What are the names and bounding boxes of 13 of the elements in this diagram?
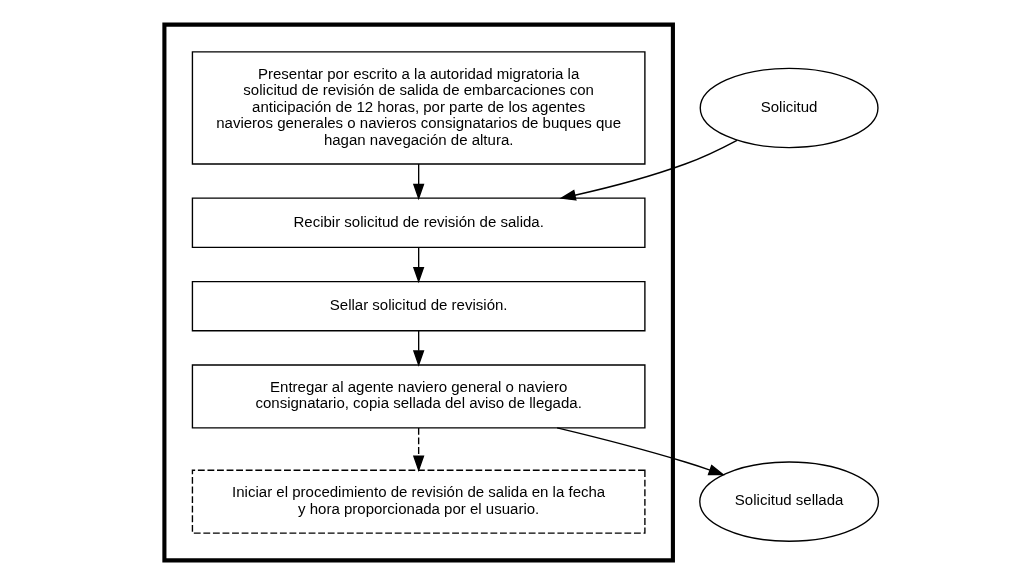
node-box: Presentar por escrito a la autoridad migratoria la solicitud de revisión de salida de embarcaciones con anticipación de 12 horas, por parte de los agentes navieros generales o navieros consignatarios de buques que hagan navegación de altura. bbox=[191, 51, 646, 165]
node-box: Iniciar el procedimiento de revisión de salida en la fecha y hora proporcionada por el usuario. bbox=[191, 469, 646, 534]
cluster bbox=[161, 22, 675, 563]
node-box: Recibir solicitud de revisión de salida. bbox=[191, 197, 646, 249]
arrow bbox=[412, 246, 424, 284]
arrow bbox=[412, 330, 424, 367]
arrow bbox=[412, 427, 424, 472]
arrow bbox=[558, 139, 738, 201]
arrow bbox=[412, 163, 424, 201]
node-box: Entregar al agente naviero general o naviero consignatario, copia sellada del aviso de llegada. bbox=[191, 364, 646, 429]
node-ellipse: Solicitud bbox=[699, 67, 879, 149]
arrow bbox=[555, 427, 725, 476]
node-box: Sellar solicitud de revisión. bbox=[191, 280, 646, 332]
